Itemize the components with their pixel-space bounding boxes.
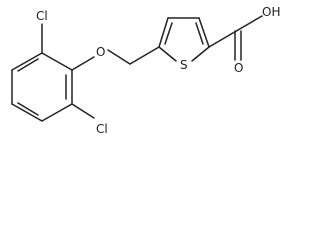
- molecule-canvas: Cl Cl O S OH O: [11, 5, 280, 136]
- aryl-o-bond: [71, 56, 95, 71]
- ring-bond: [198, 17, 210, 48]
- sulfur-label: S: [180, 58, 188, 72]
- ch2-thiophene-bond: [129, 46, 160, 65]
- ring-bond: [41, 103, 73, 122]
- carbonyl-oxygen-label: O: [234, 61, 243, 75]
- ring-bond: [191, 46, 210, 62]
- ring-bond: [158, 46, 177, 62]
- dichlorophenyl-ring: [11, 52, 73, 122]
- structural-formula: Cl Cl O S OH O: [11, 5, 280, 136]
- ether-oxygen-label: O: [96, 45, 105, 59]
- hydroxyl-label: OH: [262, 5, 280, 19]
- chlorine-label-top: Cl: [36, 9, 48, 23]
- ring-bond: [41, 52, 73, 71]
- ring-bond: [11, 103, 43, 122]
- c-cooh-bond: [208, 29, 239, 48]
- ring-double-bond: [195, 22, 204, 45]
- chlorine-label-bottom: Cl: [96, 122, 108, 136]
- c-oh-bond: [237, 15, 263, 31]
- c-cl-bond-bottom: [71, 103, 95, 119]
- ring-double-bond: [164, 22, 173, 45]
- thiophene-ring: [158, 17, 210, 62]
- o-ch2-bond: [107, 49, 131, 65]
- ring-bond: [11, 52, 43, 71]
- ring-double-bond: [17, 102, 39, 116]
- ring-bond: [158, 17, 169, 48]
- ring-double-bond: [17, 58, 39, 72]
